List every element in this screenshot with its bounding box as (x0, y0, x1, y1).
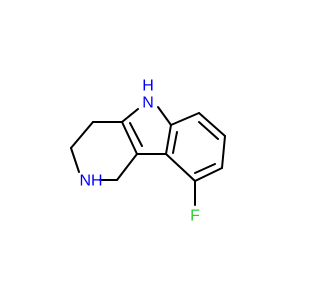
bond-c6-c7-double (198, 121, 219, 140)
bond-c5a-c9a-double (172, 131, 178, 154)
tetrahydropyridine-ring (70, 121, 138, 181)
bond-c4-c3 (70, 121, 94, 149)
atom-nh-indole-sublabel: H (142, 78, 154, 95)
benzene-ring (165, 112, 226, 182)
bond-c6-c7 (198, 112, 226, 137)
bond-c4a-n5 (121, 108, 139, 123)
bond-c5a-c6 (170, 112, 200, 126)
bond-c8-c9-double (194, 163, 216, 174)
bond-c5a-c9a (165, 124, 172, 155)
bond-n5-c5a (157, 106, 172, 126)
bond-c9b-c4a-double (129, 122, 143, 147)
bond-c1-c9b (116, 153, 138, 181)
bond-c9-c9a (165, 153, 196, 182)
atom-nh-ring-label: NH (79, 173, 102, 190)
atom-nh-indole-label: N (142, 95, 154, 112)
bond-c3-n2 (70, 147, 80, 173)
atom-nh-indole: H N (142, 78, 154, 112)
atom-fluorine-label: F (190, 208, 200, 225)
bond-c7-c8 (221, 135, 226, 169)
bond-c8-c9 (194, 167, 223, 182)
bond-c9b-c4a (121, 121, 138, 155)
pyrrole-ring (121, 106, 172, 155)
molecule-structure: H N NH F (70, 78, 226, 225)
